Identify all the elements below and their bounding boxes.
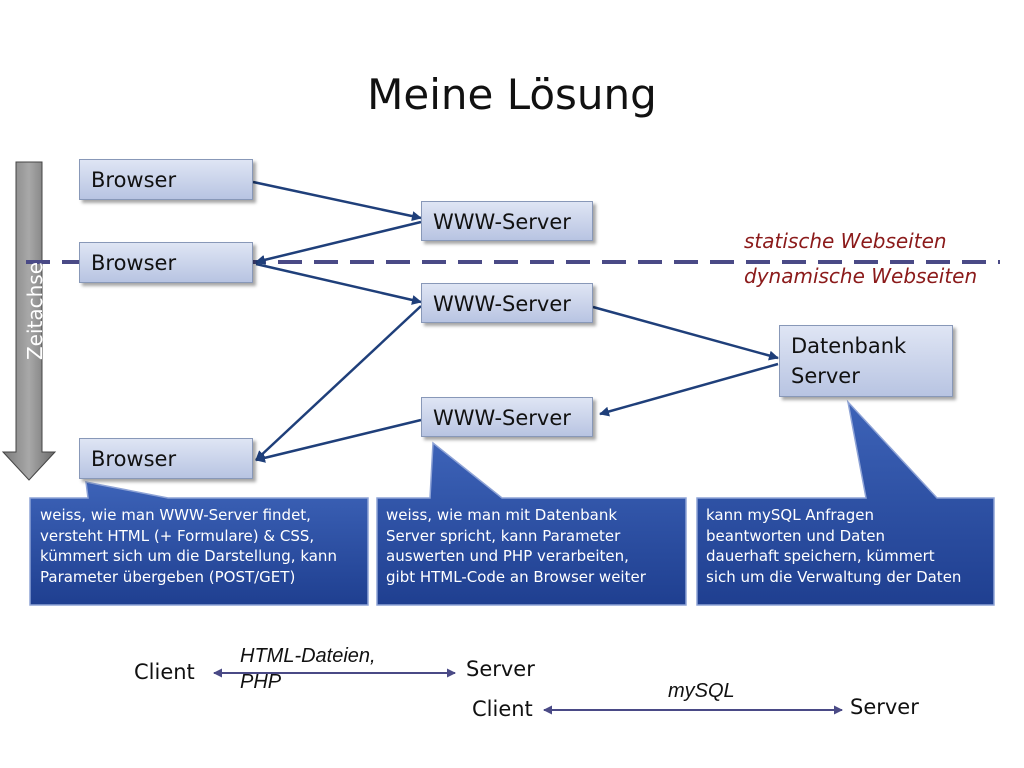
callout-db-server-text: kann mySQL Anfragen beantworten und Date… — [706, 505, 961, 587]
callout-browser-line: Parameter übergeben (POST/GET) — [40, 567, 296, 586]
callout-browser-shape — [29, 481, 369, 606]
relation-html-label-line2: PHP — [240, 671, 282, 693]
relation-html-label-line1: HTML-Dateien, — [240, 645, 376, 667]
db-server-label-line2: Server — [791, 364, 860, 388]
callout-www-server-line: weiss, wie man mit Datenbank — [386, 506, 618, 524]
callout-db-server-line: beantworten und Daten — [706, 526, 885, 545]
flow-arrows — [252, 180, 779, 463]
callout-www-server-line: auswerten und PHP verarbeiten, — [386, 547, 629, 565]
callout-db-server-shape — [696, 399, 995, 606]
timeline-arrow — [1, 161, 57, 481]
callout-db-server-line: dauerhaft speichern, kümmert — [706, 547, 935, 565]
callout-www-server-shape — [376, 441, 687, 606]
www-server-node-1: WWW-Server — [421, 201, 593, 241]
relation-mysql-server: Server — [850, 695, 919, 719]
callout-www-server-text: weiss, wie man mit Datenbank Server spri… — [386, 505, 646, 587]
relation-mysql-label: mySQL — [668, 680, 735, 702]
static-pages-label: statische Webseiten — [744, 229, 947, 253]
arrow-browser1-to-www1 — [252, 180, 422, 222]
arrow-www1-to-browser2 — [255, 220, 422, 265]
timeline-label: Zeitachse — [23, 261, 47, 361]
callout-browser-line: kümmert sich um die Darstellung, kann — [40, 547, 337, 565]
db-server-node: Datenbank Server — [779, 325, 953, 397]
relation-html-label: HTML-Dateien, PHP — [240, 643, 376, 695]
arrow-www3-to-browser3 — [255, 418, 422, 463]
relation-html-server: Server — [466, 657, 535, 681]
db-server-label-line1: Datenbank — [791, 334, 907, 358]
callout-browser-line: versteht HTML (+ Formulare) & CSS, — [40, 526, 315, 545]
callout-db-server-line: sich um die Verwaltung der Daten — [706, 567, 962, 586]
callout-browser-line: weiss, wie man WWW-Server findet, — [40, 506, 311, 524]
arrow-browser2-to-www2 — [255, 262, 422, 305]
browser-node-2: Browser — [79, 242, 253, 283]
dynamic-pages-label: dynamische Webseiten — [744, 264, 978, 288]
relation-html-client: Client — [134, 660, 195, 684]
arrow-db-to-www3 — [599, 362, 779, 417]
browser-node-3: Browser — [79, 438, 253, 479]
callout-db-server-line: kann mySQL Anfragen — [706, 506, 875, 524]
callout-browser-text: weiss, wie man WWW-Server findet, verste… — [40, 505, 337, 587]
www-server-node-2: WWW-Server — [421, 283, 593, 323]
www-server-node-3: WWW-Server — [421, 397, 593, 437]
browser-node-1: Browser — [79, 159, 253, 200]
relation-mysql-client: Client — [472, 697, 533, 721]
arrow-www2-to-db — [592, 305, 779, 361]
callout-www-server-line: Server spricht, kann Parameter — [386, 526, 621, 545]
callout-www-server-line: gibt HTML-Code an Browser weiter — [386, 567, 646, 586]
arrow-www2-to-browser3 — [255, 305, 422, 461]
page-title: Meine Lösung — [367, 70, 657, 119]
